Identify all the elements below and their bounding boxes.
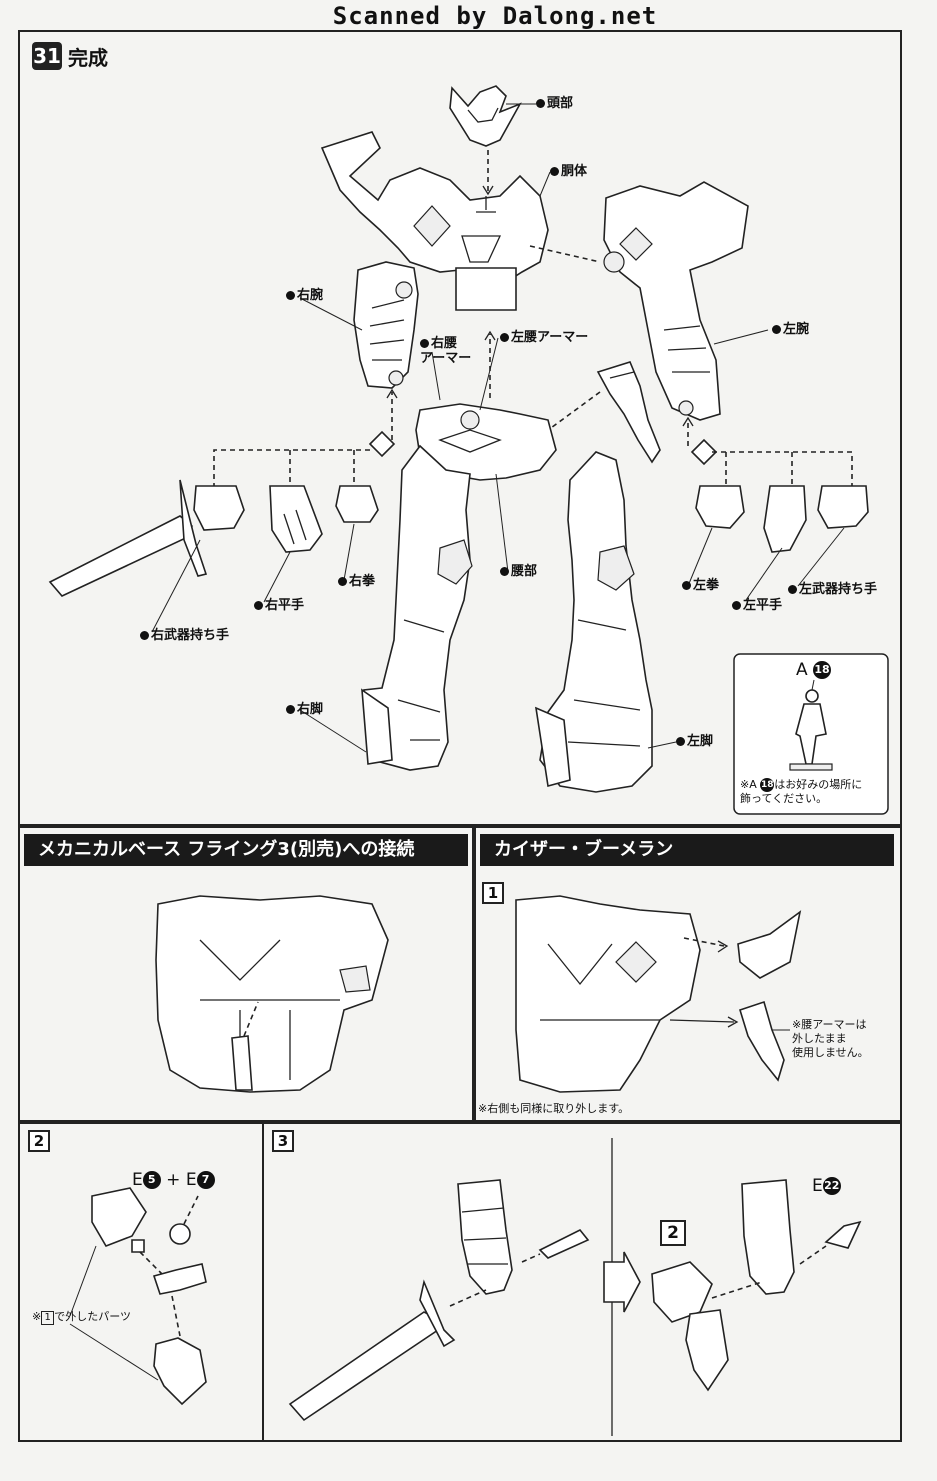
left-waist-armor-part <box>596 361 661 464</box>
step-title: 完成 <box>68 46 108 70</box>
step2-note-ref: 1 <box>41 1311 55 1325</box>
shoulder-part-removed <box>737 910 802 979</box>
mechanical-base-robot <box>155 895 389 1093</box>
step3-arm <box>457 1179 513 1295</box>
step3-ref-box: 2 <box>660 1220 686 1246</box>
right-hand-options <box>48 388 398 597</box>
waist-armor-removed <box>739 1000 785 1082</box>
step3-part-num: 22 <box>822 1177 841 1195</box>
boomerang-step1-frame <box>474 826 902 1122</box>
step2-part-num-b: 7 <box>196 1171 215 1189</box>
label-left-leg: 左脚 <box>676 734 713 749</box>
step31-frame <box>18 30 902 826</box>
waist-armor-note: ※腰アーマーは 外したまま 使用しません。 <box>792 1018 869 1059</box>
figure-part-code: A 18 <box>796 660 832 680</box>
step3-number: 3 <box>272 1130 294 1152</box>
right-side-note: ※右側も同様に取り外します。 <box>478 1102 630 1115</box>
step3-peg <box>538 1228 590 1259</box>
label-torso: 胴体 <box>550 164 587 179</box>
step3-frame <box>262 1122 902 1442</box>
head-part <box>449 85 522 147</box>
step2-parts <box>69 1187 207 1406</box>
label-left-weapon-hand: 左武器持ち手 <box>788 582 877 597</box>
label-right-arm: 右腕 <box>286 288 323 303</box>
step1-number: 1 <box>482 882 504 904</box>
figure-note-number: 18 <box>760 778 775 792</box>
step-number: 31 <box>32 42 62 70</box>
label-left-waist-armor: 左腰アーマー <box>500 330 588 345</box>
boomerang-title: カイザー・ブーメラン <box>480 834 894 866</box>
label-waist: 腰部 <box>500 564 537 579</box>
label-right-open-hand: 右平手 <box>254 598 304 613</box>
label-right-fist: 右拳 <box>338 574 375 589</box>
label-head: 頭部 <box>536 96 573 111</box>
left-hand-options <box>682 416 869 553</box>
figure-part <box>789 689 833 771</box>
label-right-leg: 右脚 <box>286 702 323 717</box>
boomerang-robot <box>515 895 701 1093</box>
torso-part <box>320 131 549 311</box>
label-left-fist: 左拳 <box>682 578 719 593</box>
label-left-arm: 左腕 <box>772 322 809 337</box>
label-right-weapon-hand: 右武器持ち手 <box>140 628 229 643</box>
step3-part-code: E22 <box>812 1176 841 1196</box>
figure-note: ※A 18はお好みの場所に 飾ってください。 <box>740 778 863 805</box>
mechanical-base-title: メカニカルベース フライング3(別売)への接続 <box>24 834 468 866</box>
label-right-waist-armor: 右腰 アーマー <box>420 336 472 366</box>
step2-number: 2 <box>28 1130 50 1152</box>
mechanical-base-frame <box>18 826 474 1122</box>
right-leg-part <box>361 444 473 771</box>
step3-result <box>651 1179 862 1392</box>
right-arm-part <box>353 261 419 389</box>
figure-part-number: 18 <box>813 661 832 679</box>
left-leg-part <box>534 451 653 793</box>
watermark: Scanned by Dalong.net <box>332 2 658 30</box>
step3-sword <box>288 1279 456 1422</box>
step2-part-num-a: 5 <box>142 1171 161 1189</box>
label-left-open-hand: 左平手 <box>732 598 782 613</box>
left-arm-part <box>603 181 749 421</box>
